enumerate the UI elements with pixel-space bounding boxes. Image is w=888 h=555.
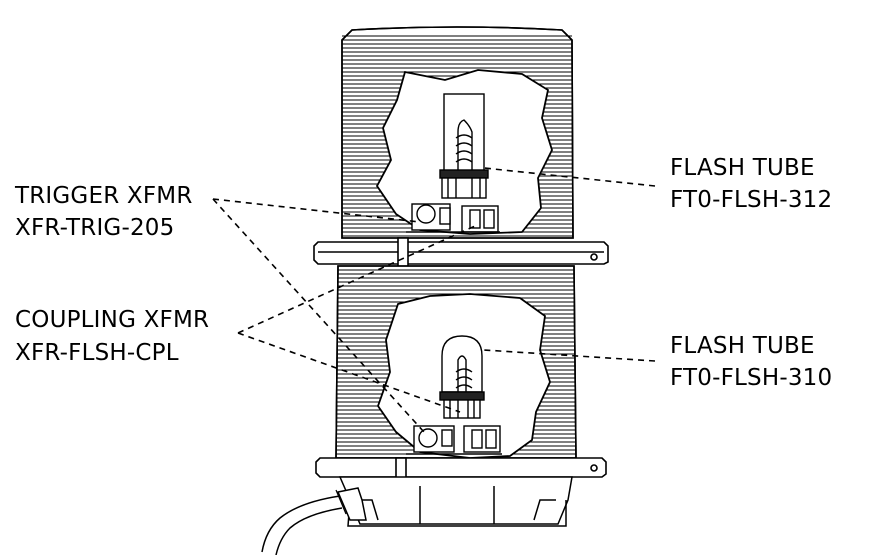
flash-tube-lower-name: FLASH TUBE [670, 333, 815, 359]
coupling-xfmr-part: XFR-FLSH-CPL [15, 340, 179, 366]
upper-flash-tube [439, 93, 489, 199]
leader-trigger-upper [212, 198, 421, 223]
trigger-xfmr-name: TRIGGER XFMR [15, 183, 193, 209]
mounting-base [336, 476, 573, 527]
leader-trigger-lower [212, 198, 425, 433]
middle-flange [313, 237, 609, 285]
base-flange [315, 457, 607, 507]
flash-tube-upper-name: FLASH TUBE [670, 155, 815, 181]
leader-flash-upper [483, 167, 656, 187]
coupling-xfmr-name: COUPLING XFMR [15, 307, 210, 333]
lower-flash-tube [439, 335, 485, 419]
upper-transformers [406, 203, 500, 233]
trigger-xfmr-part: XFR-TRIG-205 [15, 215, 175, 241]
lower-transformers [406, 425, 502, 455]
flash-tube-lower-part: FT0-FLSH-310 [670, 365, 833, 391]
leader-lines [212, 167, 656, 433]
power-cable [261, 489, 347, 555]
flash-tube-upper-part: FT0-FLSH-312 [670, 187, 833, 213]
